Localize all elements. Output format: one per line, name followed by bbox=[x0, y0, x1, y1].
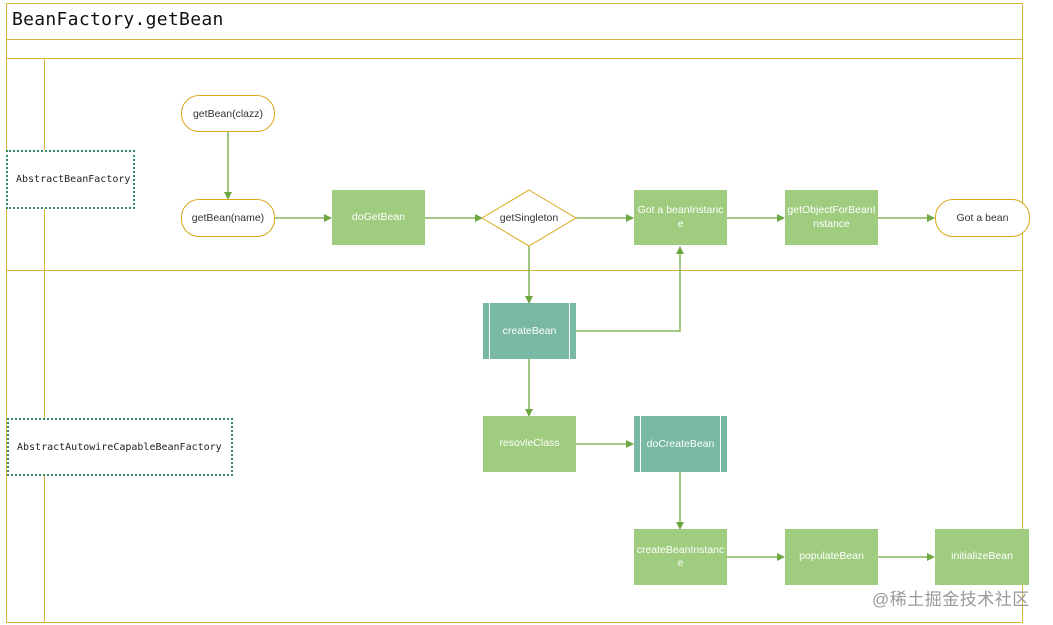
node-got-a-bean-instance: Got a beanInstance bbox=[634, 190, 727, 245]
lane-top-border bbox=[6, 58, 1023, 59]
node-do-create-bean: doCreateBean bbox=[634, 416, 727, 472]
node-get-bean-name: getBean(name) bbox=[181, 199, 275, 237]
lane-header-divider bbox=[44, 58, 45, 622]
node-initialize-bean: initializeBean bbox=[935, 529, 1029, 585]
diagram-frame bbox=[6, 3, 1023, 623]
node-get-bean-clazz: getBean(clazz) bbox=[181, 95, 275, 132]
node-create-bean-instance: createBeanInstance bbox=[634, 529, 727, 585]
node-populate-bean: populateBean bbox=[785, 529, 878, 585]
node-get-singleton-label: getSingleton bbox=[499, 212, 559, 224]
node-get-object-for-bean-instance: getObjectForBeanInstance bbox=[785, 190, 878, 245]
diagram-title: BeanFactory.getBean bbox=[12, 9, 224, 30]
node-resolve-class: resovleClass bbox=[483, 416, 576, 472]
lane-label-abstract-autowire-capable-bean-factory: AbstractAutowireCapableBeanFactory bbox=[7, 418, 233, 476]
get-singleton-diamond bbox=[481, 189, 577, 247]
lane-label-abstract-bean-factory: AbstractBeanFactory bbox=[6, 150, 135, 209]
title-band bbox=[6, 3, 1023, 40]
node-do-get-bean: doGetBean bbox=[332, 190, 425, 245]
node-got-a-bean: Got a bean bbox=[935, 199, 1030, 237]
node-create-bean: createBean bbox=[483, 303, 576, 359]
watermark: @稀土掘金技术社区 bbox=[872, 590, 1030, 609]
lane-divider bbox=[6, 270, 1023, 271]
edge-createbean-to-gotinstance bbox=[576, 246, 684, 332]
